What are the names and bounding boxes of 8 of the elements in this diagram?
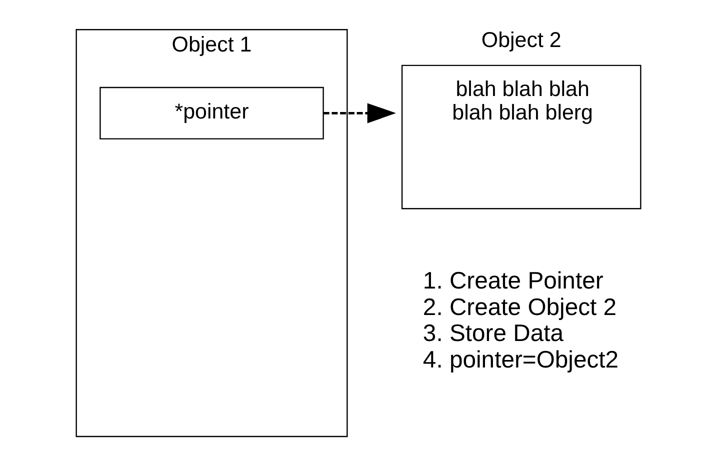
node-box: blah blah blah blah blah blerg (400, 64, 641, 210)
label: 3. Store Data (422, 320, 564, 348)
node-label: Object 2 (480, 28, 561, 52)
label: 2. Create Object 2 (422, 294, 616, 321)
label: 4. pointer=Object2 (422, 346, 618, 374)
arrow (322, 103, 396, 124)
label: 1. Create Pointer (422, 268, 603, 295)
node-box: *pointer (99, 86, 324, 140)
